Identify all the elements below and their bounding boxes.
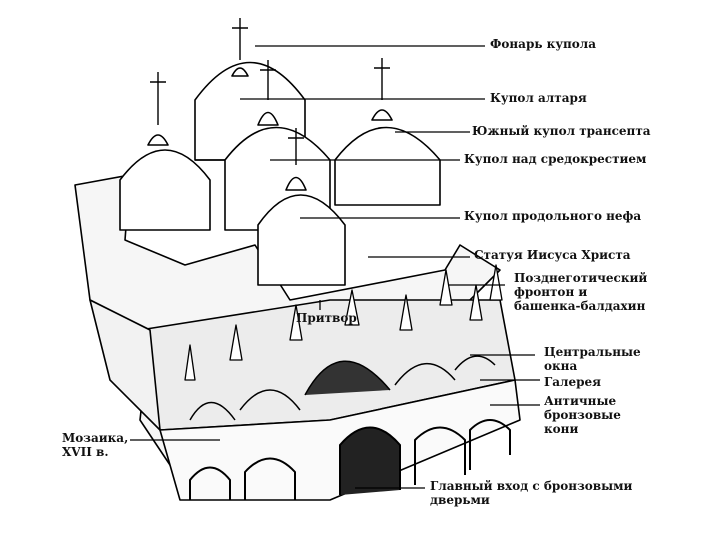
- label-horses-2: бронзовые: [544, 408, 621, 422]
- label-central-windows-1: Центральные: [544, 345, 641, 359]
- upper-arches: [189, 355, 496, 421]
- label-mosaic-1: Мозаика,: [62, 431, 129, 445]
- label-central-windows-2: окна: [544, 359, 578, 373]
- label-mosaic-2: XVII в.: [62, 445, 109, 459]
- dome-left: [119, 134, 211, 231]
- label-altar-dome: Купол алтаря: [490, 91, 587, 105]
- label-horses-1: Античные: [544, 394, 617, 408]
- label-gothic-pediment-3: башенка-балдахин: [514, 299, 646, 313]
- left-facade: [89, 299, 161, 431]
- label-horses-3: кони: [544, 422, 579, 436]
- label-south-transept-dome: Южный купол трансепта: [472, 124, 651, 138]
- dome-crosses: [150, 18, 390, 165]
- dome-south-transept: [334, 109, 441, 206]
- ground-arcade: [159, 379, 521, 501]
- label-gallery: Галерея: [544, 375, 602, 389]
- label-lantern: Фонарь купола: [490, 37, 597, 51]
- leader-lines: [130, 45, 540, 489]
- pinnacles: [184, 264, 503, 381]
- label-crossing-dome: Купол над средокрестием: [464, 152, 647, 166]
- label-main-entrance-1: Главный вход с бронзовыми: [430, 479, 633, 493]
- ground-arches: [189, 419, 511, 500]
- label-gothic-pediment-2: фронтон и: [514, 285, 588, 299]
- label-christ-statue: Статуя Иисуса Христа: [474, 248, 631, 262]
- label-gothic-pediment-1: Позднеготический: [514, 271, 648, 285]
- label-main-entrance-2: дверьми: [430, 493, 490, 507]
- label-narthex: Притвор: [296, 311, 357, 325]
- label-nave-dome: Купол продольного нефа: [464, 209, 642, 223]
